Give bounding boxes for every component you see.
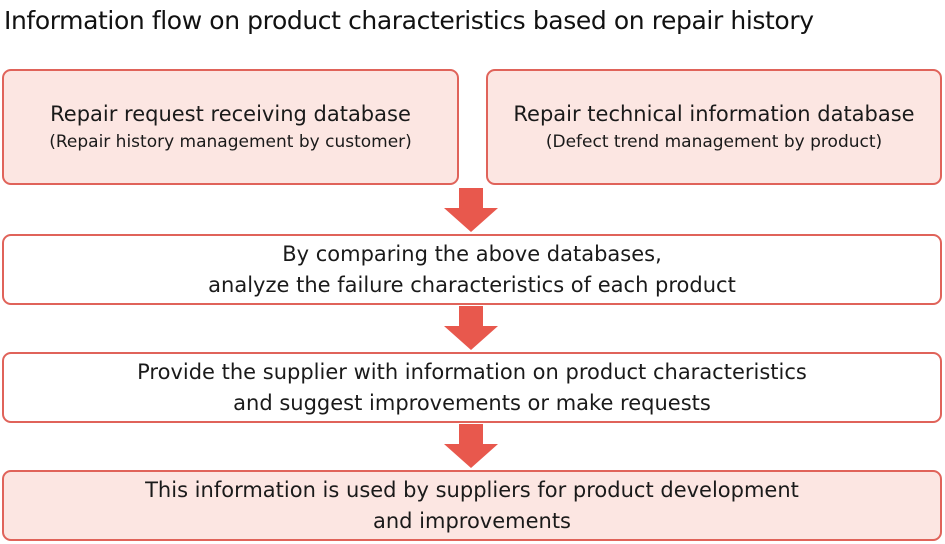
database-name: Repair technical information database bbox=[513, 102, 915, 126]
database-detail: (Repair history management by customer) bbox=[49, 132, 412, 152]
down-arrow-icon bbox=[444, 188, 498, 232]
step-text-line: and improvements bbox=[372, 508, 572, 533]
supplier-usage-step-box: This information is used by suppliers fo… bbox=[2, 470, 942, 541]
analyze-step-box: By comparing the above databases, analyz… bbox=[2, 234, 942, 305]
step-text-line: and suggest improvements or make request… bbox=[233, 390, 711, 415]
step-text-line: By comparing the above databases, bbox=[282, 241, 662, 266]
repair-request-database-box: Repair request receiving database (Repai… bbox=[2, 69, 459, 185]
step-text-line: Provide the supplier with information on… bbox=[137, 359, 807, 384]
database-detail: (Defect trend management by product) bbox=[545, 132, 883, 152]
supplier-feedback-step-box: Provide the supplier with information on… bbox=[2, 352, 942, 423]
database-name: Repair request receiving database bbox=[50, 102, 411, 126]
down-arrow-icon bbox=[444, 306, 498, 350]
repair-technical-database-box: Repair technical information database (D… bbox=[486, 69, 942, 185]
down-arrow-icon bbox=[444, 424, 498, 468]
step-text-line: analyze the failure characteristics of e… bbox=[208, 272, 736, 297]
diagram-title: Information flow on product characterist… bbox=[4, 6, 814, 35]
step-text-line: This information is used by suppliers fo… bbox=[145, 477, 799, 502]
